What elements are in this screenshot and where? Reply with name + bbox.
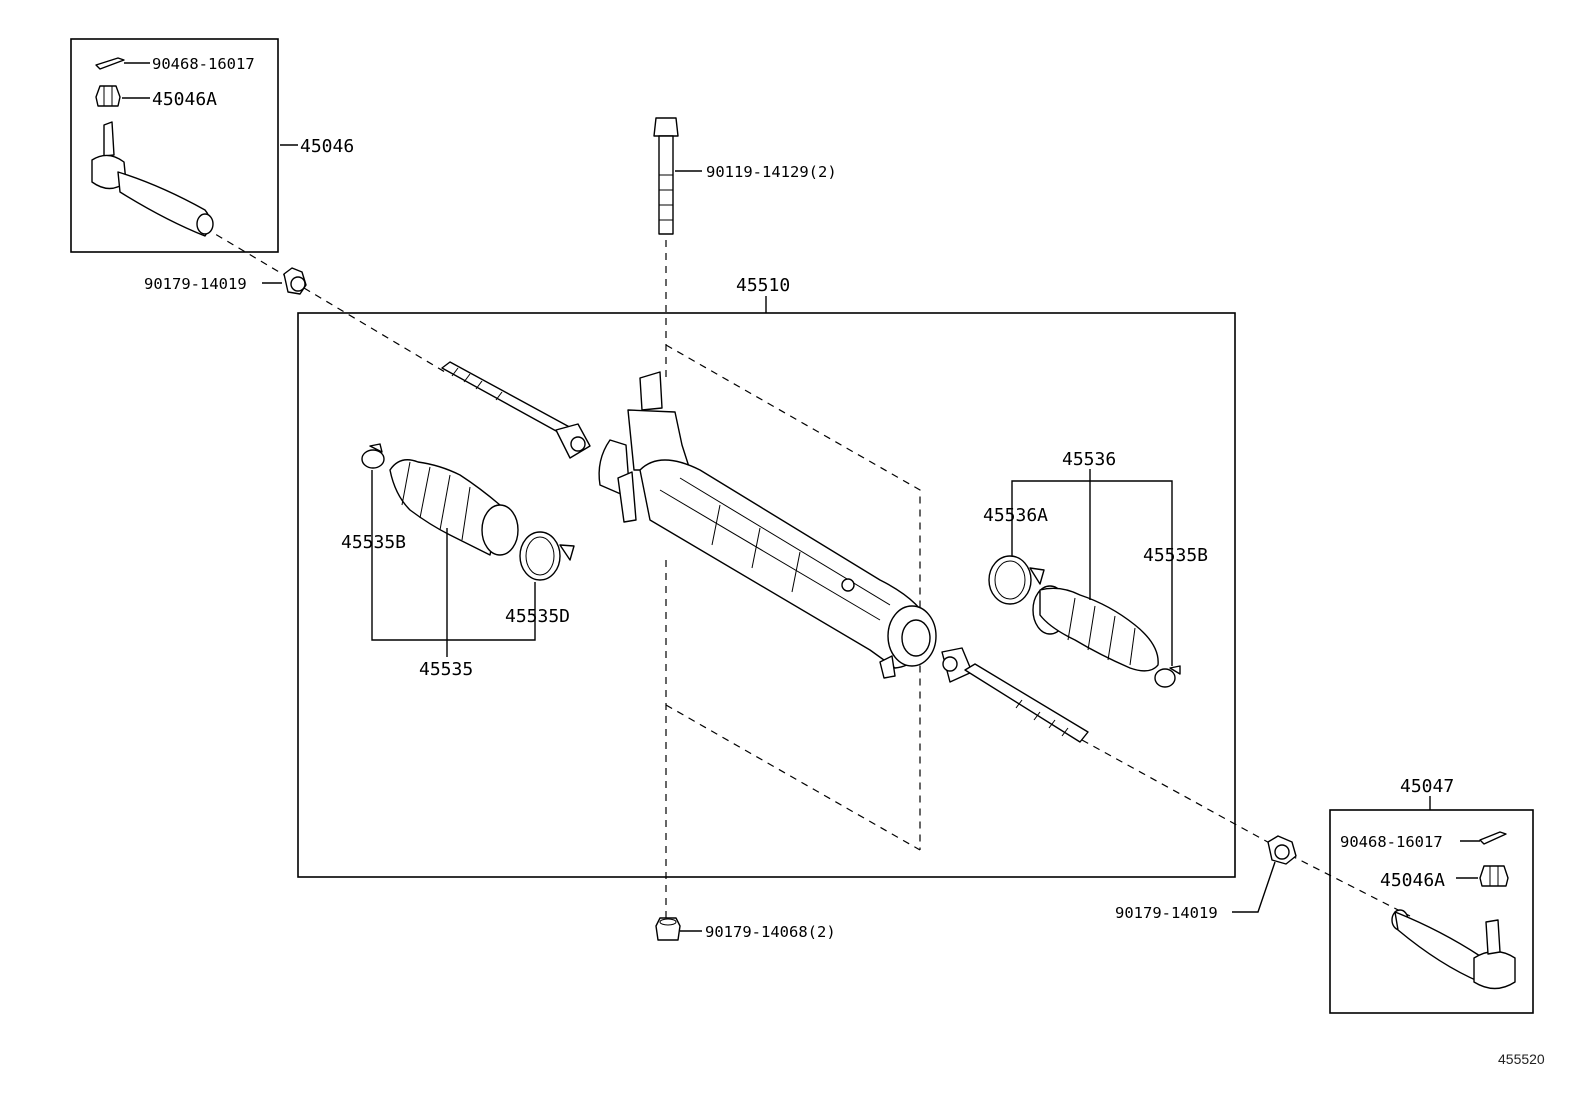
label-clamp-right-a: 45536A	[983, 505, 1048, 526]
rack-boot-right	[1032, 585, 1159, 672]
mounting-bolt-top	[653, 117, 702, 235]
label-tie-rod-end-right: 45047	[1400, 776, 1454, 797]
inner-tie-rod-right	[941, 647, 1089, 743]
lock-nut-left	[262, 267, 307, 295]
label-clamp-right-b: 45535B	[1143, 545, 1208, 566]
boot-clamp-small-left	[361, 443, 385, 469]
label-boot-assy-right: 45536	[1062, 449, 1116, 470]
label-nut-right: 45046A	[1380, 870, 1445, 891]
label-cotter-pin-left: 90468-16017	[152, 55, 255, 73]
boot-clamp-large-left	[519, 531, 575, 581]
cotter-pin-right	[1460, 831, 1507, 845]
mounting-nut-bottom	[655, 917, 702, 941]
right-boot-leaders	[1011, 469, 1173, 666]
lock-nut-right	[1232, 835, 1297, 913]
label-lock-nut-right: 90179-14019	[1115, 904, 1218, 922]
rack-assembly-box	[297, 312, 1236, 878]
label-nut-left: 45046A	[152, 89, 217, 110]
label-clamp-left-b: 45535B	[341, 532, 406, 553]
diagram-reference-code: 455520	[1498, 1051, 1545, 1067]
boot-clamp-large-right	[988, 555, 1045, 605]
alignment-dashed-lines	[204, 227, 1411, 920]
label-bolt-top: 90119-14129(2)	[706, 163, 837, 181]
label-nut-bottom: 90179-14068(2)	[705, 923, 836, 941]
tie-rod-end-left	[91, 121, 298, 237]
castle-nut-left	[95, 85, 150, 107]
tie-rod-end-right	[1391, 909, 1516, 990]
left-boot-leaders	[371, 470, 536, 657]
label-tie-rod-end-left: 45046	[300, 136, 354, 157]
label-rack-assembly: 45510	[736, 275, 790, 296]
right-tie-rod-end-box	[1329, 809, 1534, 1014]
label-cotter-pin-right: 90468-16017	[1340, 833, 1443, 851]
label-boot-assy-left: 45535	[419, 659, 473, 680]
label-clamp-left-d: 45535D	[505, 606, 570, 627]
inner-tie-rod-left	[441, 361, 591, 459]
steering-gear-housing	[598, 371, 937, 679]
boot-clamp-small-right	[1154, 665, 1181, 688]
castle-nut-right	[1456, 865, 1509, 887]
cotter-pin-left	[95, 57, 150, 70]
label-lock-nut-left: 90179-14019	[144, 275, 247, 293]
rack-boot-left	[389, 459, 519, 556]
left-tie-rod-end-box	[70, 38, 279, 253]
